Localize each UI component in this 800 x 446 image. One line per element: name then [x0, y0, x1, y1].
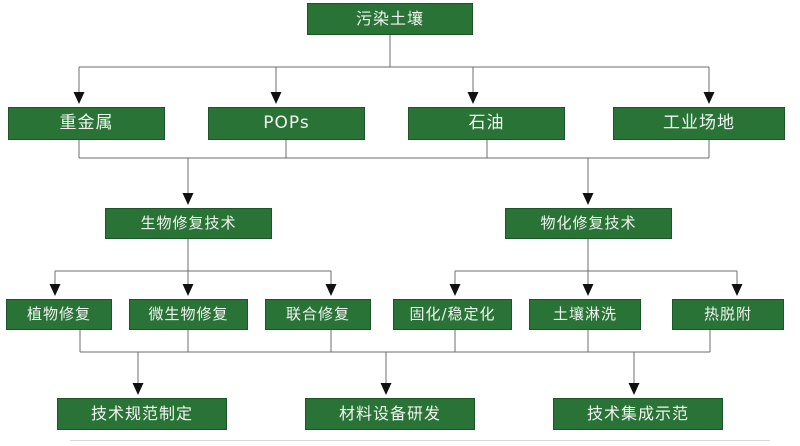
node-industry: 工业场地 — [613, 107, 785, 140]
g5-arrow-2-head — [628, 383, 640, 395]
g5-arrow-1-head — [380, 383, 392, 395]
g1-arrow-1-head — [270, 92, 282, 104]
node-therm: 热脱附 — [672, 299, 784, 330]
g1-arrow-3-head — [703, 92, 715, 104]
g3-arrow-2-head — [325, 284, 337, 296]
node-pops: POPs — [208, 107, 365, 140]
footer-divider — [70, 440, 770, 441]
node-phys: 物化修复技术 — [505, 208, 672, 239]
node-comb: 联合修复 — [265, 299, 371, 330]
node-demo: 技术集成示范 — [553, 398, 723, 430]
node-rd: 材料设备研发 — [305, 398, 475, 430]
g4-arrow-2-head — [731, 284, 743, 296]
g5-arrow-0-head — [132, 383, 144, 395]
g3-arrow-0-head — [49, 284, 61, 296]
node-solid: 固化/稳定化 — [393, 299, 512, 330]
g3-arrow-1-head — [182, 284, 194, 296]
g4-arrow-1-head — [582, 284, 594, 296]
node-oil: 石油 — [408, 107, 565, 140]
node-std: 技术规范制定 — [57, 398, 227, 430]
g1-arrow-2-head — [467, 92, 479, 104]
node-phyto: 植物修复 — [6, 299, 112, 330]
node-soil: 污染土壤 — [307, 3, 473, 35]
node-micro: 微生物修复 — [129, 299, 248, 330]
g4-arrow-0-head — [449, 284, 461, 296]
node-metal: 重金属 — [8, 107, 165, 140]
g2-arrow-1-head — [582, 193, 594, 205]
node-bio: 生物修复技术 — [105, 208, 272, 239]
g1-arrow-0-head — [73, 92, 85, 104]
node-wash: 土壤淋洗 — [529, 299, 641, 330]
g2-arrow-0-head — [182, 193, 194, 205]
